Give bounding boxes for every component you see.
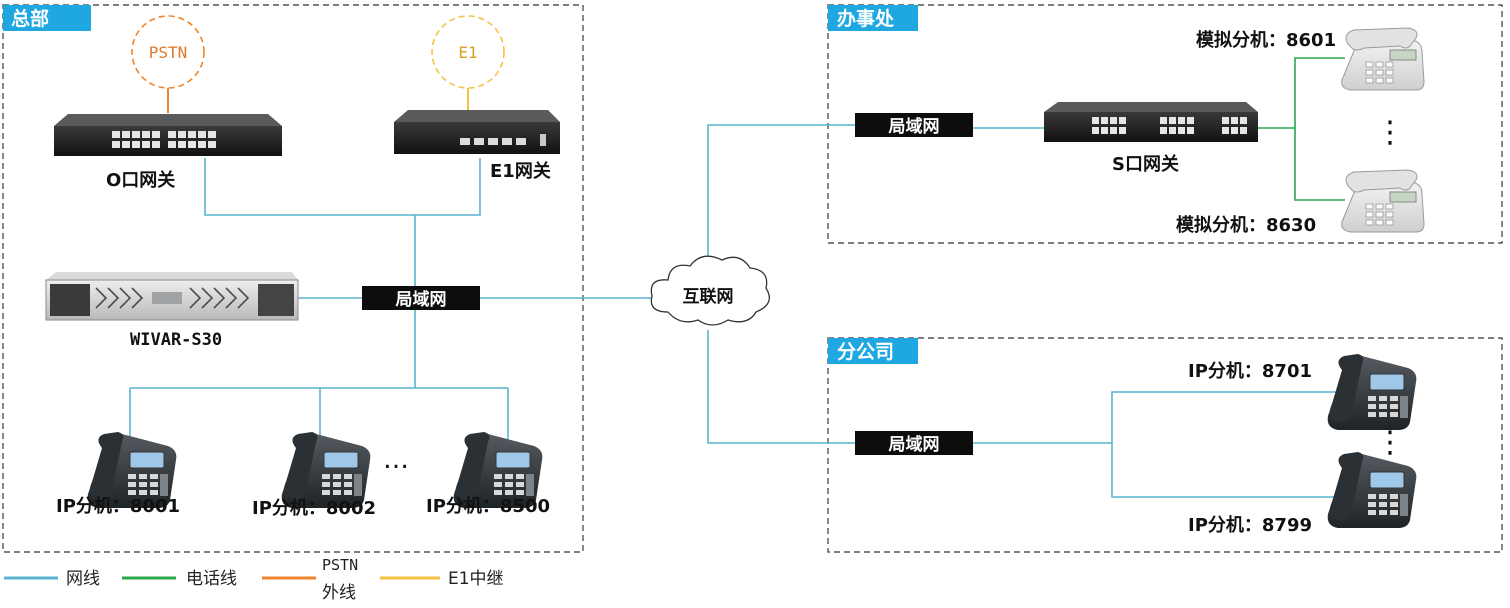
branch-phone-label: IP分机：8799: [1188, 515, 1312, 536]
phone-icon: [1327, 353, 1417, 431]
branch-tag-label: 分公司: [837, 341, 894, 363]
phone-lines: [1258, 57, 1345, 201]
phone-icon: [1327, 451, 1417, 529]
office-lan-box: [855, 113, 973, 137]
office-region-border: [827, 4, 1503, 244]
hq-tag: [3, 5, 91, 31]
hq-more-phones-ellipsis: …: [383, 445, 409, 475]
branch-lan-box: [855, 431, 973, 455]
office-phone-label: 模拟分机：8601: [1196, 29, 1336, 51]
branch-lan-label: 局域网: [889, 434, 940, 455]
legend-e1-label: E1中继: [448, 569, 504, 589]
e1-circle: [431, 15, 505, 89]
branch-phone-label: IP分机：8701: [1188, 361, 1312, 382]
wivar-s30-server: [45, 272, 299, 321]
analog-phone-icon: [1341, 169, 1425, 233]
office-tag-label: 办事处: [837, 7, 895, 30]
o-gateway-device: [54, 114, 282, 156]
internet-cloud: [650, 255, 770, 326]
hq-lan-label: 局域网: [396, 289, 447, 310]
office-lan-label: 局域网: [889, 116, 940, 137]
branch-more-phones-ellipsis: ⋮: [1375, 425, 1405, 460]
legend-pstn-label-line2: 外线: [322, 583, 356, 603]
s-gateway-label: S口网关: [1112, 153, 1179, 175]
legend-phone-label: 电话线: [186, 569, 237, 589]
pstn-circle-label: PSTN: [149, 43, 188, 62]
e1-gateway-label: E1网关: [490, 160, 551, 182]
legend-network-label: 网线: [66, 569, 100, 589]
office-tag: [828, 5, 918, 31]
office-more-phones-ellipsis: ⋮: [1375, 115, 1405, 150]
branch-tag: [828, 338, 918, 364]
s-gateway-device: [1044, 102, 1258, 142]
o-gateway-label: O口网关: [106, 169, 175, 191]
branch-region-border: [827, 337, 1503, 553]
e1-gateway-device: [394, 110, 560, 154]
server-label: WIVAR-S30: [130, 330, 222, 350]
internet-label: 互联网: [683, 287, 734, 307]
hq-lan-box: [362, 286, 480, 310]
hq-region-border: [2, 4, 584, 553]
hq-tag-label: 总部: [11, 7, 49, 30]
legend-pstn-label-line1: PSTN: [322, 556, 358, 574]
hq-phone-label: IP分机：8002: [252, 498, 376, 519]
phone-icon: [281, 431, 371, 509]
analog-phone-icon: [1341, 27, 1425, 91]
hq-phone-label: IP分机：8001: [56, 496, 180, 517]
pstn-circle: [131, 15, 205, 89]
hq-phone-label: IP分机：8500: [426, 496, 550, 517]
office-phone-label: 模拟分机：8630: [1176, 214, 1316, 236]
e1-circle-label: E1: [458, 43, 477, 62]
legend: 网线 电话线 PSTN 外线 E1中继: [4, 556, 504, 603]
